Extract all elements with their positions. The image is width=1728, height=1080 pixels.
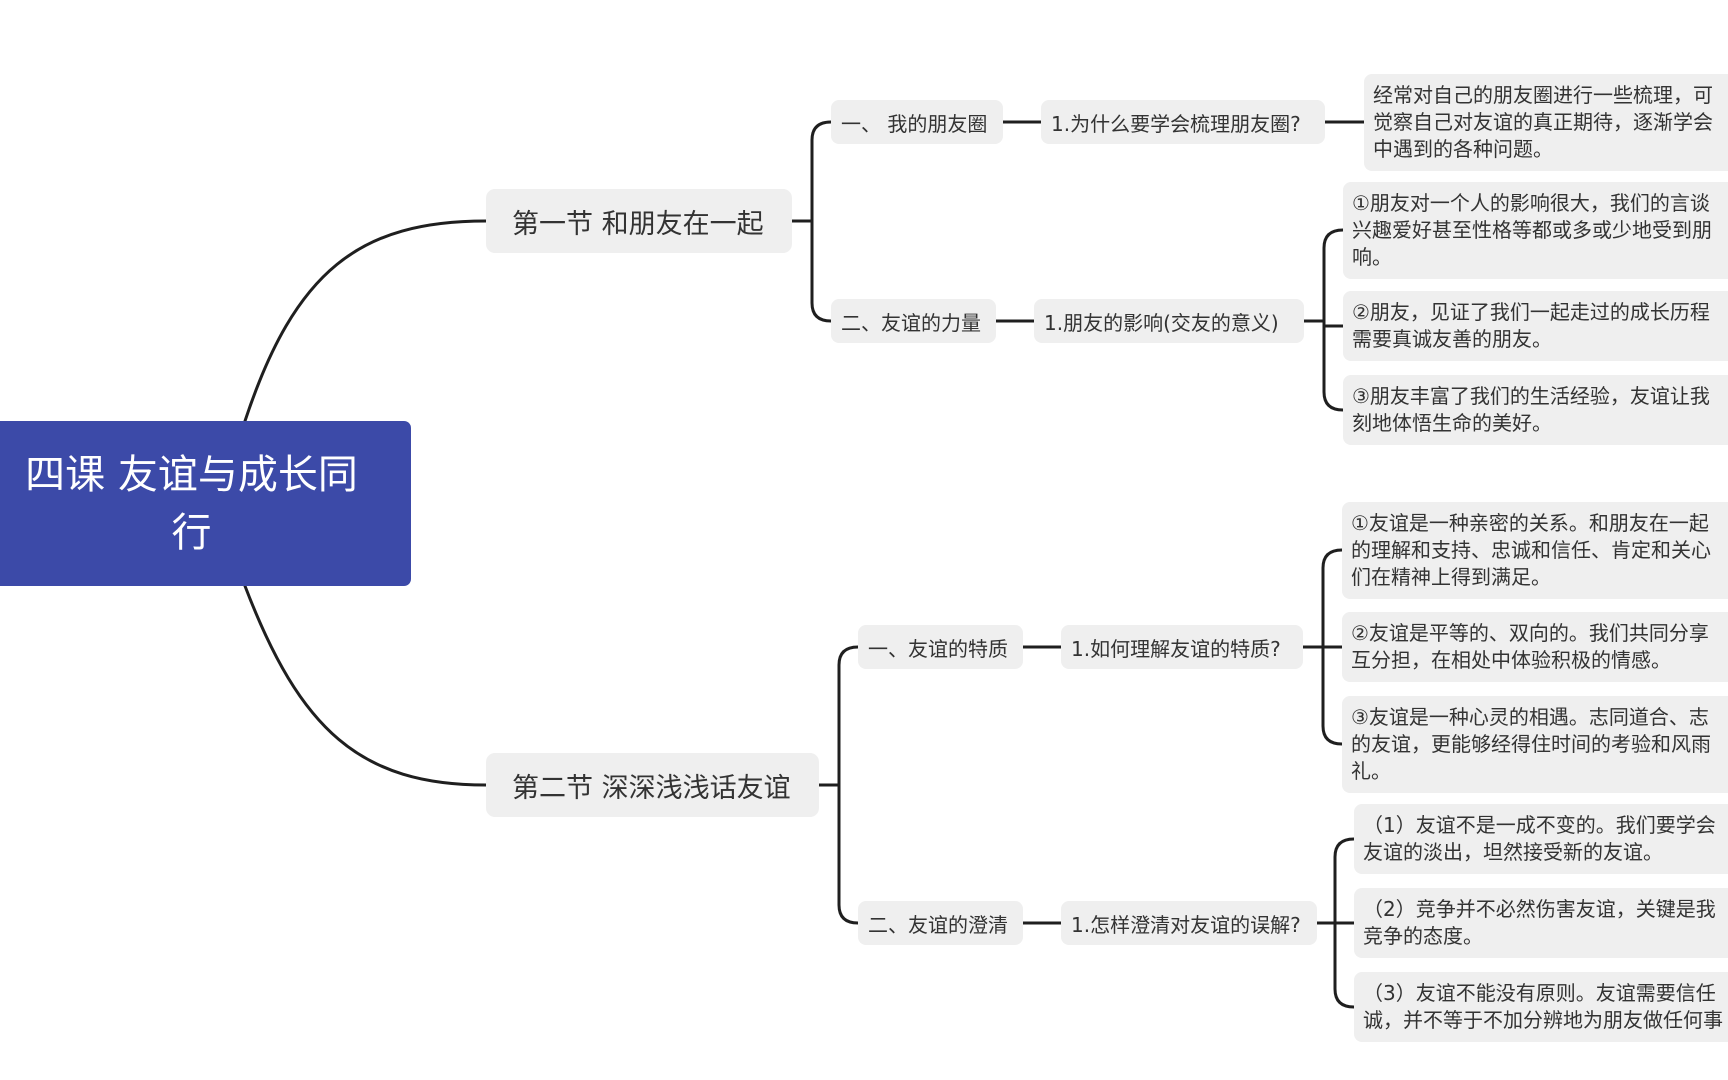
section-1-question-why-sort[interactable]: 1.为什么要学会梳理朋友圈? — [1041, 100, 1325, 144]
answer-influence-2[interactable]: ②朋友，见证了我们一起走过的成长历程 需要真诚友善的朋友。 — [1343, 291, 1728, 361]
answer-clarify-1[interactable]: （1）友谊不是一成不变的。我们要学会 友谊的淡出，坦然接受新的友谊。 — [1354, 804, 1728, 874]
answer-influence-3[interactable]: ③朋友丰富了我们的生活经验，友谊让我 刻地体悟生命的美好。 — [1343, 375, 1728, 445]
root-title-line2: 行 — [171, 509, 212, 556]
answer-traits-3[interactable]: ③友谊是一种心灵的相遇。志同道合、志 的友谊，更能够经得住时间的考验和风雨 礼。 — [1342, 696, 1728, 793]
root-topic[interactable]: 四课 友谊与成长同 行 — [0, 421, 411, 586]
connector-line — [837, 645, 860, 925]
section-1-topic[interactable]: 第一节 和朋友在一起 — [486, 189, 792, 253]
section-2-subtopic-friendship-clarify[interactable]: 二、友谊的澄清 — [858, 901, 1023, 945]
connector-line — [810, 120, 833, 323]
section-1-question-friend-influence[interactable]: 1.朋友的影响(交友的意义) — [1034, 299, 1304, 343]
answer-clarify-2[interactable]: （2）竞争并不必然伤害友谊，关键是我 竞争的态度。 — [1354, 888, 1728, 958]
connector-line — [243, 219, 488, 423]
section-1-subtopic-friend-circle[interactable]: 一、 我的朋友圈 — [831, 100, 1003, 144]
connector-line — [1322, 228, 1345, 412]
section-2-subtopic-friendship-traits[interactable]: 一、友谊的特质 — [858, 625, 1023, 669]
answer-traits-2[interactable]: ②友谊是平等的、双向的。我们共同分享 互分担，在相处中体验积极的情感。 — [1342, 612, 1728, 682]
section-2-question-understand-traits[interactable]: 1.如何理解友谊的特质? — [1061, 625, 1303, 669]
answer-clarify-3[interactable]: （3）友谊不能没有原则。友谊需要信任 诚，并不等于不加分辨地为朋友做任何事 — [1354, 972, 1728, 1042]
answer-sort-friend-circle[interactable]: 经常对自己的朋友圈进行一些梳理，可 觉察自己对友谊的真正期待，逐渐学会 中遇到的… — [1364, 74, 1728, 171]
root-title-line1: 四课 友谊与成长同 — [25, 451, 358, 498]
answer-influence-1[interactable]: ①朋友对一个人的影响很大，我们的言谈 兴趣爱好甚至性格等都或多或少地受到朋 响。 — [1343, 182, 1728, 279]
section-1-subtopic-friend-power[interactable]: 二、友谊的力量 — [831, 299, 996, 343]
connector-line — [243, 584, 488, 787]
answer-traits-1[interactable]: ①友谊是一种亲密的关系。和朋友在一起 的理解和支持、忠诚和信任、肯定和关心 们在… — [1342, 502, 1728, 599]
section-2-question-clarify-misunderstanding[interactable]: 1.怎样澄清对友谊的误解? — [1061, 901, 1317, 945]
section-2-topic[interactable]: 第二节 深深浅浅话友谊 — [486, 753, 819, 817]
